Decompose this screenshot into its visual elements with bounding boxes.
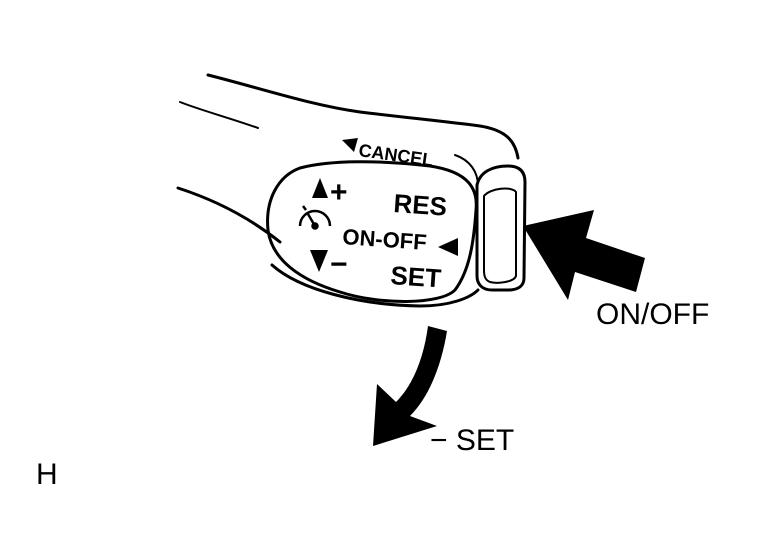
cancel-marker: CANCEL bbox=[342, 138, 434, 170]
corner-letter: H bbox=[36, 458, 58, 491]
lever-body bbox=[176, 73, 520, 308]
arrow-down-triangle-icon bbox=[310, 250, 328, 272]
set-callout-label: − SET bbox=[430, 424, 514, 457]
arrow-left-triangle-icon bbox=[342, 138, 358, 152]
stalk-set-label: SET bbox=[390, 260, 443, 293]
speedometer-icon bbox=[298, 205, 332, 230]
stalk-plus-label: + bbox=[330, 176, 348, 209]
pull-down-arrow-icon bbox=[373, 326, 447, 446]
onoff-callout-label: ON/OFF bbox=[596, 298, 709, 331]
onoff-push-button bbox=[475, 164, 527, 292]
stalk-cancel-label: CANCEL bbox=[357, 140, 434, 170]
stalk-onoff-label: ON-OFF bbox=[342, 224, 428, 255]
press-arrow-icon bbox=[523, 210, 645, 300]
arrow-left-triangle-icon bbox=[438, 238, 458, 256]
stalk-minus-label: − bbox=[330, 248, 348, 281]
stalk-res-label: RES bbox=[393, 188, 448, 222]
arrow-up-triangle-icon bbox=[312, 178, 328, 198]
